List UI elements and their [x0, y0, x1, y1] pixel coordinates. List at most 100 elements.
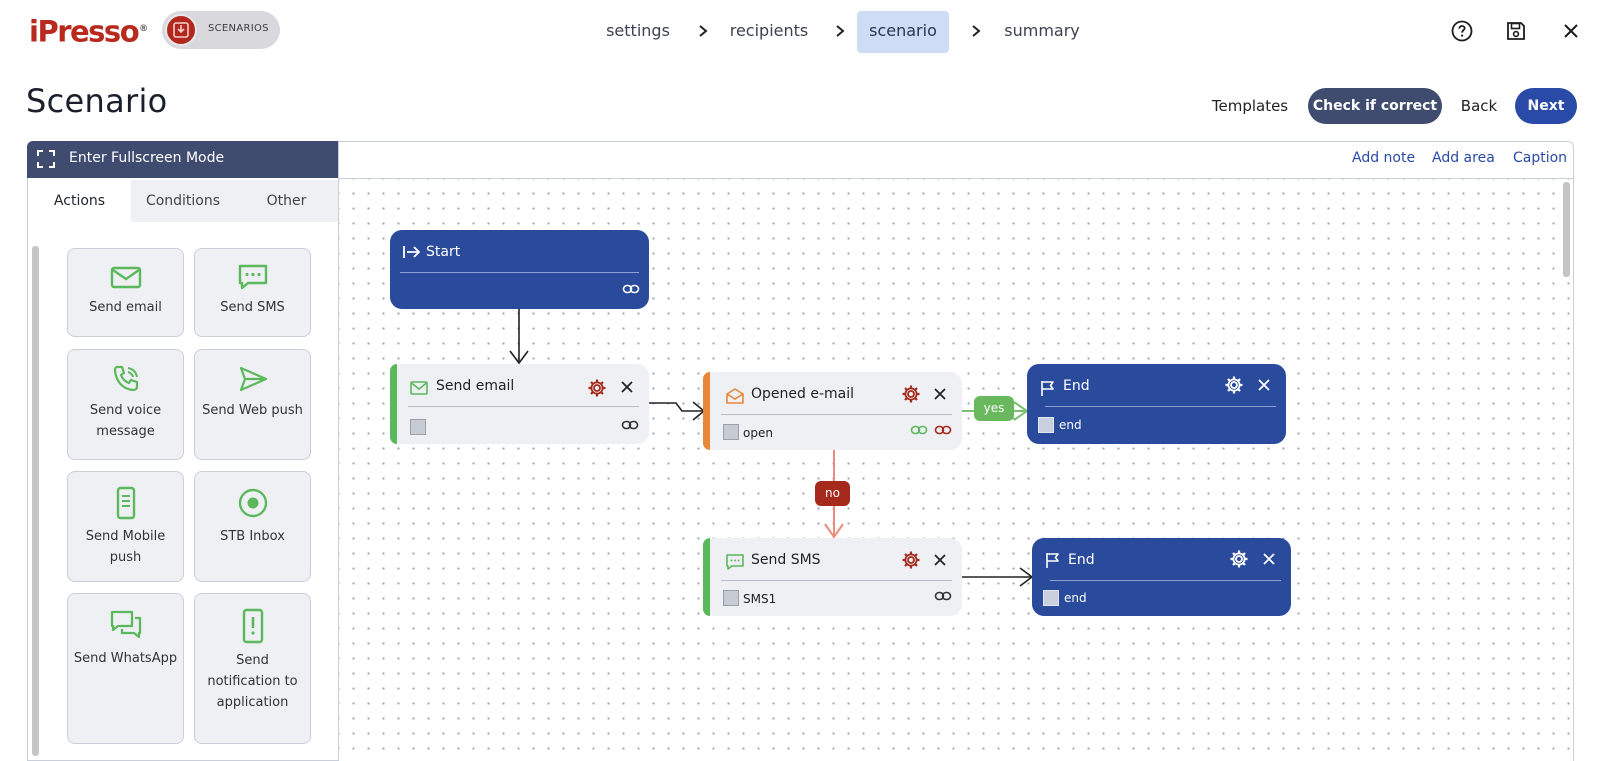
settings-gear-icon[interactable]: [901, 550, 921, 570]
node-subtitle: end: [1064, 591, 1087, 605]
close-icon[interactable]: [1560, 20, 1582, 42]
flow-node-end-2[interactable]: End end: [1032, 538, 1291, 616]
settings-gear-icon[interactable]: [1224, 375, 1244, 395]
tile-send-email[interactable]: Send email: [67, 248, 184, 337]
fullscreen-label: Enter Fullscreen Mode: [69, 150, 225, 166]
check-if-correct-button[interactable]: Check if correct: [1308, 88, 1442, 124]
link-icon[interactable]: [934, 589, 952, 603]
node-separator: [721, 414, 952, 415]
tab-actions[interactable]: Actions: [28, 180, 131, 222]
node-checkbox[interactable]: [723, 590, 739, 606]
save-icon[interactable]: [1505, 20, 1527, 42]
link-icon[interactable]: [622, 282, 640, 296]
node-title: Send email: [436, 378, 515, 394]
top-bar: iPresso® SCENARIOS settings recipients s…: [0, 0, 1600, 62]
tab-conditions[interactable]: Conditions: [145, 193, 221, 209]
panel-divider: [338, 141, 339, 761]
flow-node-end-1[interactable]: End end: [1027, 364, 1286, 444]
no-branch-label: no: [815, 481, 850, 506]
radio-icon: [238, 488, 267, 518]
tile-label: Send WhatsApp: [73, 651, 178, 666]
templates-button[interactable]: Templates: [1211, 97, 1289, 115]
settings-gear-icon[interactable]: [587, 378, 607, 398]
node-separator: [721, 580, 952, 581]
back-button[interactable]: Back: [1460, 97, 1498, 115]
settings-gear-icon[interactable]: [901, 384, 921, 404]
node-title: End: [1068, 552, 1095, 568]
mail-icon: [110, 266, 141, 289]
condition-indicator-bar: [703, 372, 710, 450]
help-icon[interactable]: [1451, 20, 1473, 42]
open-envelope-icon: [726, 388, 744, 404]
caption-link[interactable]: Caption: [1513, 150, 1568, 166]
node-separator: [1050, 580, 1281, 581]
node-separator: [408, 406, 639, 407]
tile-send-notification[interactable]: Send notification to application: [194, 593, 311, 744]
step-summary[interactable]: summary: [1004, 21, 1080, 40]
node-checkbox[interactable]: [1038, 417, 1054, 433]
close-icon[interactable]: [1256, 377, 1272, 393]
tile-label: Send notification to application: [207, 653, 298, 710]
yes-branch-label: yes: [974, 396, 1014, 421]
phone-alert-icon: [242, 608, 263, 644]
close-icon[interactable]: [1261, 551, 1277, 567]
add-note-link[interactable]: Add note: [1352, 150, 1416, 166]
link-yes-icon[interactable]: [910, 423, 928, 437]
flow-node-opened-email[interactable]: Opened e-mail open: [703, 372, 962, 450]
next-button[interactable]: Next: [1515, 88, 1577, 124]
fullscreen-toggle[interactable]: Enter Fullscreen Mode: [27, 141, 338, 178]
step-settings[interactable]: settings: [606, 21, 670, 40]
tile-send-voice-message[interactable]: Send voice message: [67, 349, 184, 460]
step-scenario[interactable]: scenario: [857, 11, 949, 53]
node-checkbox[interactable]: [723, 424, 739, 440]
link-no-icon[interactable]: [934, 423, 952, 437]
close-icon[interactable]: [932, 386, 948, 402]
palette-scrollbar[interactable]: [32, 246, 39, 756]
close-icon[interactable]: [619, 379, 635, 395]
node-title: End: [1063, 378, 1090, 394]
tile-send-sms[interactable]: Send SMS: [194, 248, 311, 337]
tile-send-mobile-push[interactable]: Send Mobile push: [67, 471, 184, 582]
tab-other[interactable]: Other: [266, 193, 307, 209]
tile-label: Send Web push: [202, 403, 303, 418]
link-icon[interactable]: [621, 418, 639, 432]
node-subtitle: end: [1059, 418, 1082, 432]
canvas-scrollbar[interactable]: [1563, 182, 1570, 277]
palette-tabs: Actions Conditions Other: [28, 180, 338, 222]
step-recipients[interactable]: recipients: [729, 21, 809, 40]
node-separator: [400, 272, 639, 273]
tile-send-whatsapp[interactable]: Send WhatsApp: [67, 593, 184, 744]
mail-icon: [410, 381, 428, 395]
flag-icon: [1041, 381, 1054, 396]
chevron-right-icon: [836, 25, 845, 37]
scenario-module-icon: [165, 14, 197, 46]
tile-label: Send email: [89, 300, 162, 315]
logo-text: iPresso: [29, 14, 140, 49]
page-title: Scenario: [26, 82, 168, 120]
phone-icon: [113, 365, 138, 392]
tile-label: Send voice message: [89, 403, 162, 439]
flow-node-start[interactable]: Start: [390, 230, 649, 309]
flag-icon: [1046, 553, 1059, 568]
sms-icon: [726, 554, 744, 570]
send-icon: [239, 366, 267, 392]
node-checkbox[interactable]: [410, 419, 426, 435]
node-title: Start: [426, 244, 461, 260]
settings-gear-icon[interactable]: [1229, 549, 1249, 569]
tile-send-web-push[interactable]: Send Web push: [194, 349, 311, 460]
node-checkbox[interactable]: [1043, 590, 1059, 606]
flow-node-send-email[interactable]: Send email: [390, 364, 649, 444]
add-area-link[interactable]: Add area: [1432, 150, 1495, 166]
start-arrow-icon: [403, 246, 421, 258]
flow-node-send-sms[interactable]: Send SMS SMS1: [703, 538, 962, 616]
tile-stb-inbox[interactable]: STB Inbox: [194, 471, 311, 582]
module-badge[interactable]: SCENARIOS: [162, 11, 280, 49]
node-subtitle: SMS1: [743, 592, 777, 606]
node-title: Opened e-mail: [751, 386, 855, 402]
app-logo[interactable]: iPresso®: [29, 9, 148, 52]
fullscreen-icon: [37, 150, 55, 168]
close-icon[interactable]: [932, 552, 948, 568]
logo-registered-mark: ®: [139, 24, 149, 34]
chat-icon: [110, 610, 141, 639]
tile-label: STB Inbox: [220, 529, 285, 544]
